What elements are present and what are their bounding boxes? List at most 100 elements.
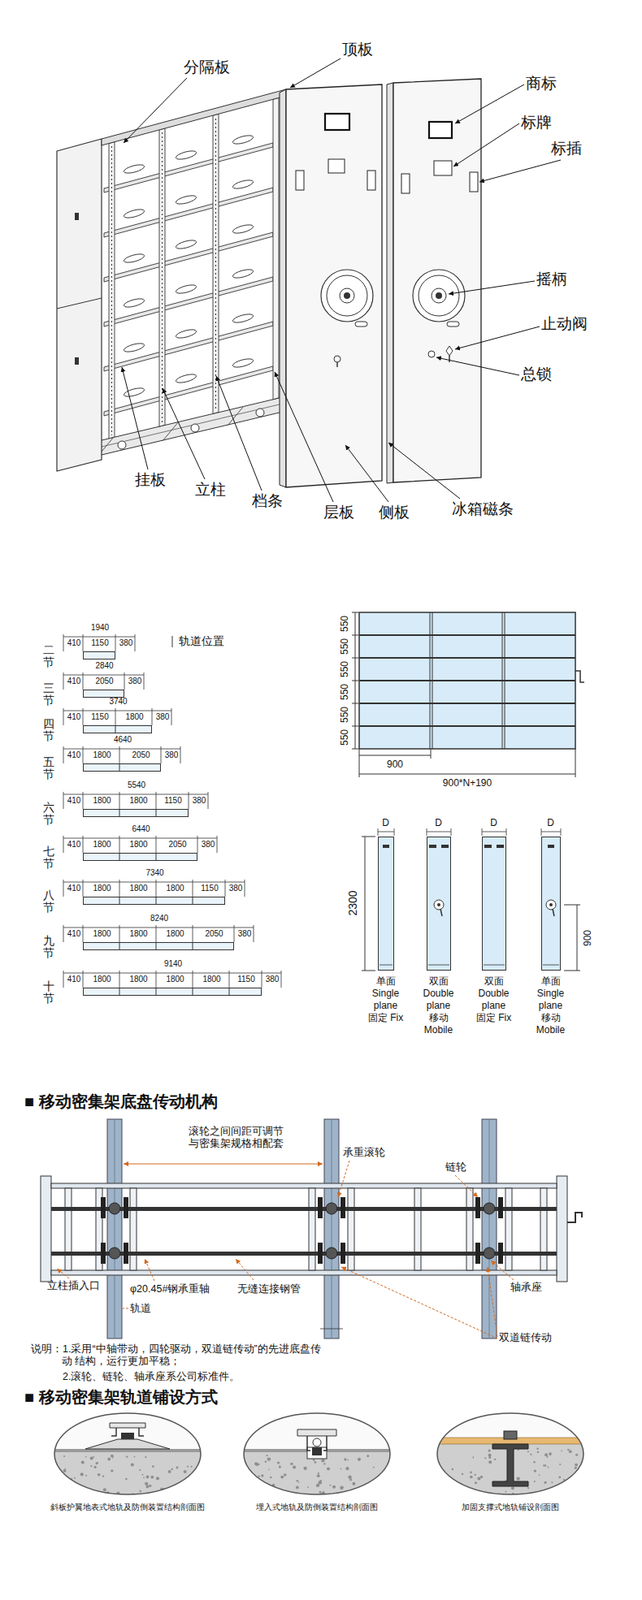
front-elevation [502, 612, 504, 750]
segment-length: 1800 [92, 884, 111, 894]
chassis-drawing [108, 1248, 121, 1260]
chassis-drawing [489, 1119, 491, 1340]
front-elevation [351, 658, 359, 660]
dimension-line [63, 838, 217, 840]
dimension-label: 2300 [346, 890, 361, 916]
track-row: 四节374041011501800380 [82, 725, 152, 734]
cabinet-detail [483, 964, 505, 966]
dimension-line [156, 880, 157, 898]
cabinet-detail [481, 828, 482, 837]
section-drawing [125, 1456, 128, 1458]
dimension-label: 900*N+190 [442, 777, 492, 790]
dimension-line [82, 836, 84, 854]
dimension-line [156, 988, 157, 997]
dimension-line [156, 792, 157, 810]
leader-line [388, 442, 460, 499]
section-drawing [199, 1484, 202, 1487]
section-drawing [347, 1476, 352, 1480]
section-caption: 加固支撑式地轨铺设剖面图 [461, 1503, 560, 1514]
section-drawing [385, 1470, 388, 1473]
section-drawing [488, 1461, 492, 1465]
section-drawing [52, 1412, 203, 1497]
callout-label: 承重滚轮 [342, 1147, 386, 1160]
section-drawing [527, 1487, 530, 1490]
section-drawing [94, 1466, 97, 1470]
dimension-line [63, 672, 65, 690]
section-drawing [438, 1491, 443, 1495]
section-drawing [90, 1457, 94, 1461]
section-drawing [477, 1478, 481, 1482]
section-drawing [265, 1455, 268, 1458]
dimension-label: 550 [338, 707, 351, 724]
segment-length: 1800 [129, 796, 148, 807]
cabinet-detail [559, 828, 561, 837]
section-drawing [533, 1470, 537, 1473]
end-length: 410 [67, 975, 82, 985]
chassis-leader [122, 1309, 129, 1311]
dimension-line [119, 925, 121, 943]
section-drawing [488, 1449, 491, 1453]
section-drawing [567, 1480, 569, 1483]
dimension-line [63, 634, 65, 652]
shelving-illustration [418, 275, 460, 317]
leader-line [448, 281, 535, 295]
cabinet-detail [425, 828, 427, 837]
dimension-line [229, 988, 230, 997]
cabinet-caption: 双面 Double plane 移动 Mobile [420, 976, 457, 1037]
section-drawing [298, 1482, 300, 1484]
dimension-line [119, 853, 121, 862]
dimension-line [192, 988, 194, 997]
shelving-illustration [355, 321, 368, 327]
section-drawing [480, 1476, 483, 1480]
chassis-drawing [51, 1270, 557, 1276]
total-length: 8240 [150, 914, 169, 924]
chassis-drawing [483, 1248, 495, 1260]
chassis-drawing [475, 1243, 481, 1265]
segment-length: 2050 [131, 750, 150, 761]
row-name: 四节 [43, 718, 55, 744]
callout-label: φ20.45#钢承重轴 [130, 1284, 210, 1297]
track-row: 五节464041018002050380 [82, 763, 161, 773]
section-drawing [242, 1412, 392, 1498]
section-drawing [319, 1492, 322, 1495]
section-drawing [52, 1453, 203, 1497]
dimension-line [82, 880, 84, 898]
section-drawing [150, 1476, 154, 1480]
dimension-line [62, 925, 255, 952]
shelving-illustration [428, 351, 435, 358]
section-caption: 埋入式地轨及防倒装置结构剖面图 [255, 1503, 378, 1514]
section-drawing [280, 1476, 284, 1480]
shelving-illustration [56, 298, 102, 309]
section-drawing [285, 1493, 288, 1497]
section-drawing [73, 1478, 76, 1480]
dimension-line [156, 853, 157, 862]
shelving-illustration [74, 357, 79, 365]
shelving-illustration [326, 275, 368, 317]
chassis-drawing [331, 1119, 333, 1340]
section-drawing [85, 1440, 170, 1450]
section-drawing [197, 1468, 200, 1471]
leader-line [123, 78, 187, 144]
segment-length: 1800 [92, 796, 111, 807]
track-row: 三节28404102050380 [82, 689, 125, 699]
dimension-line [229, 971, 230, 989]
section-drawing [469, 1471, 473, 1475]
section-drawing [63, 1470, 67, 1474]
front-elevation [359, 634, 576, 637]
cabinet-detail [540, 828, 542, 837]
cabinet-detail [481, 831, 507, 833]
cabinet-side-view: D双面 Double plane 固定 Fix [481, 837, 507, 972]
shelving-illustration [328, 159, 345, 174]
dimension-line [63, 973, 282, 975]
side-view-dimension [361, 971, 376, 972]
section-drawing [568, 1450, 573, 1454]
section-drawing [560, 1451, 563, 1454]
section-drawing [138, 1470, 141, 1472]
section-drawing [461, 1474, 464, 1476]
row-name: 二节 [43, 644, 55, 670]
section-drawing [74, 1489, 79, 1493]
section-drawing [494, 1459, 496, 1462]
dimension-line [119, 763, 121, 773]
segment-length: 1800 [165, 884, 184, 894]
cabinet-side-view: D双面 Double plane 移动 Mobile [426, 837, 452, 972]
